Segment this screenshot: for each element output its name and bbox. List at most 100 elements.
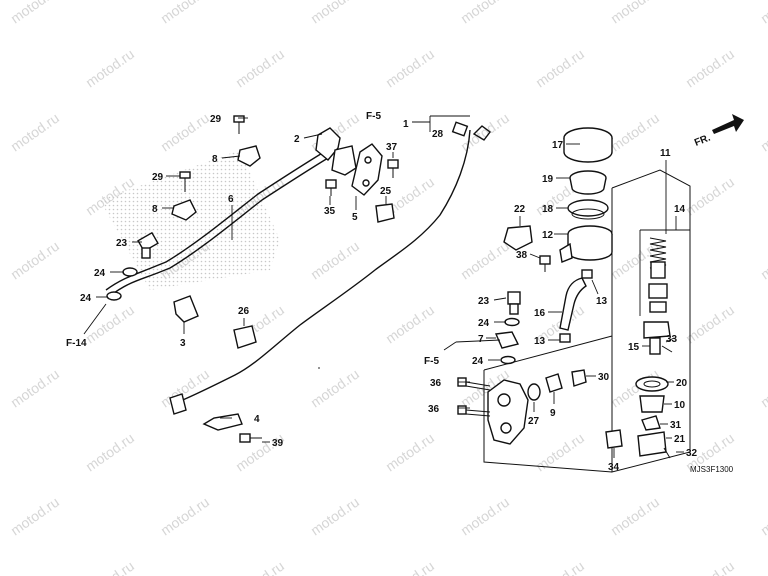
o-ring-27	[527, 383, 541, 401]
callout-14: 14	[674, 204, 686, 215]
callout-36-upper: 36	[430, 378, 442, 389]
watermark-text: motod.ru	[308, 366, 362, 411]
watermark-text: motod.ru	[383, 558, 437, 576]
reservoir-hose-16	[559, 277, 587, 331]
clamp-8-upper	[237, 145, 261, 167]
watermark-text: motod.ru	[8, 366, 62, 411]
watermark-text: motod.ru	[233, 558, 287, 576]
front-direction-label: FR.	[693, 132, 712, 148]
callout-16: 16	[534, 308, 546, 319]
piston-14c	[649, 301, 667, 313]
hose-6	[109, 157, 329, 297]
joint-21	[637, 431, 667, 457]
ref-f5-top: F-5	[366, 111, 381, 122]
callout-15: 15	[628, 342, 640, 353]
bolt-35	[325, 179, 337, 196]
watermark-text: motod.ru	[683, 46, 737, 91]
washer-24-c	[504, 317, 520, 327]
callout-2: 2	[294, 134, 300, 145]
watermark-text: motod.ru	[83, 302, 137, 347]
callout-29-lower: 29	[152, 172, 164, 183]
callout-11: 11	[660, 148, 671, 159]
washer-24-a	[122, 267, 138, 277]
callout-36-lower: 36	[428, 404, 440, 415]
callout-8-upper: 8	[212, 154, 218, 165]
switch-wire-1	[177, 129, 471, 403]
callout-28: 28	[432, 129, 444, 140]
watermark-text: motod.ru	[458, 238, 512, 283]
callout-31: 31	[670, 420, 682, 431]
watermark-text: motod.ru	[758, 0, 768, 26]
nut-31	[641, 415, 661, 431]
bolt-29-lower	[179, 171, 191, 192]
callout-1: 1	[403, 119, 409, 130]
watermark-text: motod.ru	[758, 238, 768, 283]
clip-13-upper	[581, 269, 593, 279]
grommet-26	[233, 325, 257, 349]
callout-4: 4	[254, 414, 260, 425]
watermark-text: motod.ru	[83, 558, 137, 576]
callout-13-lower: 13	[534, 336, 546, 347]
ref-f14: F-14	[66, 338, 87, 349]
watermark-text: motod.ru	[608, 0, 662, 26]
bolt-36-lower	[457, 405, 491, 417]
watermark-text: motod.ru	[683, 302, 737, 347]
joint-7	[494, 331, 520, 349]
callout-6: 6	[228, 194, 234, 205]
watermark-text: motod.ru	[8, 110, 62, 155]
callout-10: 10	[674, 400, 686, 411]
watermark-text: motod.ru	[308, 494, 362, 539]
callout-24-c: 24	[478, 318, 490, 329]
callout-39: 39	[272, 438, 284, 449]
callout-38: 38	[516, 250, 528, 261]
callout-37: 37	[386, 142, 398, 153]
watermark-text: motod.ru	[458, 0, 512, 26]
banjo-bolt-23-left	[137, 231, 159, 259]
watermark-text: motod.ru	[158, 110, 212, 155]
callout-35: 35	[324, 206, 336, 217]
bracket-5	[351, 143, 383, 196]
bolt-37	[387, 159, 399, 178]
watermark-text: motod.ru	[158, 494, 212, 539]
bolt-39	[239, 433, 262, 443]
callout-labels: 1 2 3 4 5 6 7 8 8 9 10 11 12 13 13 14 15…	[80, 114, 698, 473]
callout-33: 33	[666, 334, 678, 345]
bolt-38	[539, 255, 551, 272]
clip-13-lower	[559, 333, 571, 343]
bracket-22	[503, 225, 533, 251]
callout-8-lower: 8	[152, 204, 158, 215]
watermark-text: motod.ru	[683, 174, 737, 219]
callout-19: 19	[542, 174, 554, 185]
watermark-text: motod.ru	[308, 238, 362, 283]
clamp-3	[173, 295, 199, 323]
rod-33	[661, 345, 673, 353]
grommet-25	[375, 203, 395, 223]
callout-23-left: 23	[116, 238, 128, 249]
callout-13-upper: 13	[596, 296, 608, 307]
pin-32	[663, 447, 671, 459]
watermark-text: motod.ru	[458, 494, 512, 539]
diaphragm-18	[567, 199, 609, 217]
callout-30: 30	[598, 372, 610, 383]
switch-4	[202, 413, 243, 431]
drawing-code: MJS3F1300	[690, 465, 734, 474]
callout-7: 7	[478, 334, 484, 345]
callout-24-d: 24	[472, 356, 484, 367]
callout-17: 17	[552, 140, 564, 151]
callout-18: 18	[542, 204, 554, 215]
watermark-text: motod.ru	[533, 46, 587, 91]
callout-21: 21	[674, 434, 686, 445]
fitting-30	[571, 369, 587, 387]
piston-15	[643, 321, 671, 339]
watermark-text: motod.ru	[683, 558, 737, 576]
watermark-text: motod.ru	[758, 110, 768, 155]
seal-14a	[650, 261, 666, 279]
watermark-text: motod.ru	[608, 110, 662, 155]
callout-29-upper: 29	[210, 114, 222, 125]
bolt-29-upper	[233, 115, 245, 134]
callout-20: 20	[676, 378, 688, 389]
clamp-8-lower	[171, 199, 197, 221]
watermark-text: motod.ru	[8, 494, 62, 539]
